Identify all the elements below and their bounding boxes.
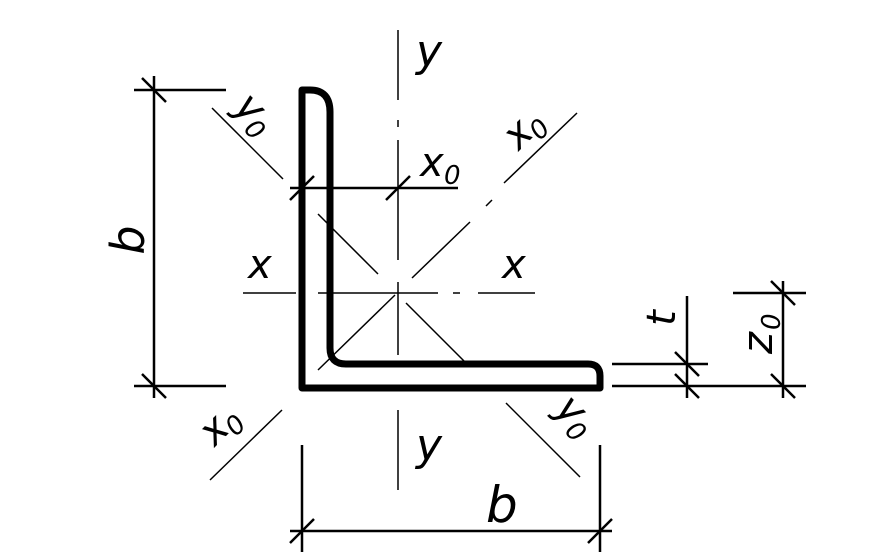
- b-vertical-tick-bottom: [141, 373, 167, 399]
- label-b-vertical: b: [101, 225, 155, 254]
- x0-axis-lower: [209, 409, 283, 481]
- y0-axis-upper: [211, 107, 284, 180]
- label-b-horizontal: b: [486, 476, 518, 534]
- x0-axis-mid: [411, 221, 471, 279]
- y0-axis-lower: [505, 402, 581, 478]
- label-z0: z: [733, 331, 782, 355]
- label-x0-dim: x: [418, 140, 444, 186]
- x0-axis-dot: [485, 199, 493, 207]
- dimensions: [134, 76, 806, 552]
- label-x-right: x: [500, 242, 526, 288]
- angle-profile: [298, 86, 604, 392]
- x0-axis-upper: [503, 112, 578, 184]
- label-z0-sub: 0: [757, 313, 787, 330]
- b-horizontal-tick-left: [289, 518, 315, 544]
- label-x0-dim-sub: 0: [444, 161, 461, 191]
- b-horizontal-tick-right: [587, 518, 613, 544]
- label-y-top: y: [414, 26, 443, 77]
- y0-axis-center: [405, 302, 467, 364]
- z0-tick-bottom: [770, 373, 796, 399]
- t-tick-top: [674, 351, 700, 377]
- z0-tick-top: [770, 280, 796, 306]
- b-vertical-tick-top: [141, 77, 167, 103]
- label-y-bottom: y: [414, 420, 443, 471]
- x0-dim-tick-right: [385, 175, 411, 201]
- label-t: t: [639, 309, 685, 326]
- label-x-left: x: [246, 242, 272, 288]
- x0-dim-tick-left: [289, 175, 315, 201]
- t-tick-bottom: [674, 373, 700, 399]
